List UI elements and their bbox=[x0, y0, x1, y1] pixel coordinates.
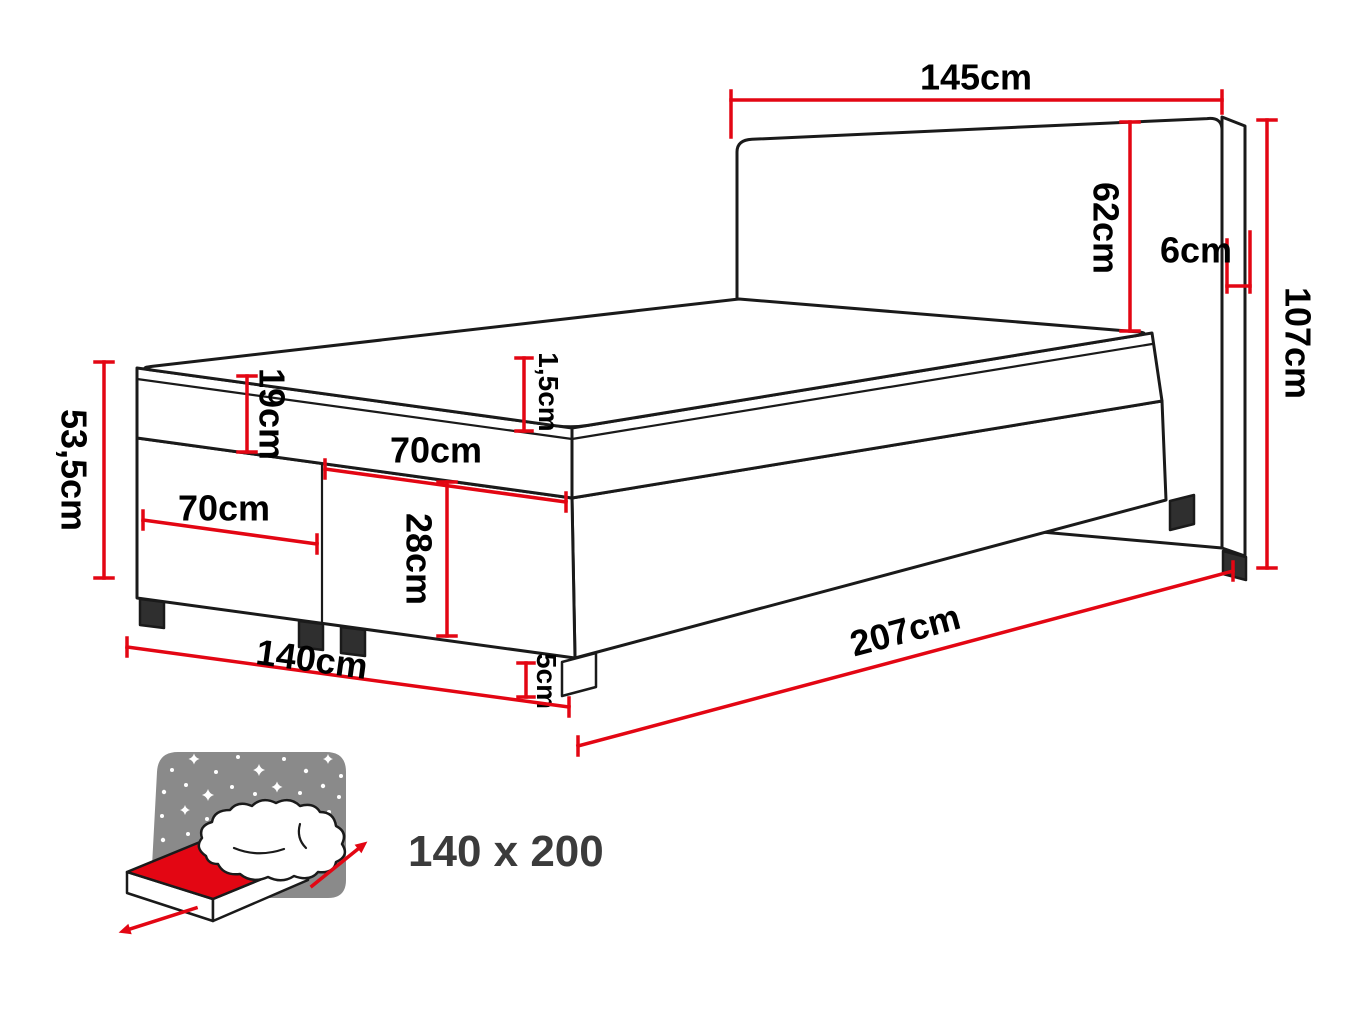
dimension-line bbox=[141, 518, 319, 546]
dimension-label: 107cm bbox=[1277, 287, 1318, 399]
dim-side-height: 53,5cm bbox=[53, 360, 115, 580]
dimension-label: 70cm bbox=[390, 430, 482, 471]
dimension-lines: 145cm 62cm 6cm 107cm 1,5cm bbox=[53, 57, 1318, 757]
dim-base-height: 28cm bbox=[398, 480, 458, 638]
length-arrow-icon bbox=[309, 846, 361, 889]
star-icon bbox=[170, 768, 174, 772]
width-arrowhead-icon bbox=[118, 923, 132, 935]
bed-leg-right bbox=[1168, 493, 1196, 532]
dimension-label: 5cm bbox=[531, 653, 562, 709]
dim-total-height: 107cm bbox=[1256, 118, 1318, 570]
star-icon bbox=[298, 791, 302, 795]
star-icon bbox=[202, 789, 214, 801]
dimension-line bbox=[125, 645, 571, 709]
dimension-label: 28cm bbox=[398, 513, 439, 605]
icon-blanket-fold bbox=[297, 822, 308, 850]
star-icon bbox=[160, 814, 164, 818]
length-arrowhead-icon bbox=[354, 841, 368, 854]
star-icon bbox=[161, 789, 167, 795]
dim-half-width-lower: 70cm bbox=[141, 488, 319, 555]
star-icon bbox=[253, 764, 265, 776]
star-icon bbox=[271, 781, 283, 793]
bed-leg-center-left bbox=[297, 619, 325, 652]
dim-mattress-height: 19cm bbox=[236, 368, 292, 460]
bed-leg-far-left bbox=[138, 597, 166, 630]
size-label: 140 x 200 bbox=[408, 827, 604, 876]
width-arrow-icon bbox=[127, 905, 199, 932]
star-icon bbox=[320, 783, 326, 789]
star-icon bbox=[337, 795, 341, 799]
star-icon bbox=[184, 783, 188, 787]
star-icon bbox=[236, 755, 240, 759]
dim-headboard-height: 62cm bbox=[1085, 120, 1141, 333]
dimension-label: 1,5cm bbox=[533, 352, 564, 431]
mattress-topper-seam bbox=[135, 342, 1154, 441]
dimension-label: 70cm bbox=[178, 488, 270, 529]
dimension-line bbox=[575, 568, 1236, 749]
dim-leg-height: 5cm bbox=[516, 653, 562, 709]
star-icon bbox=[188, 753, 200, 765]
bed-leg-front bbox=[560, 651, 598, 698]
star-icon bbox=[186, 832, 190, 836]
dimension-label: 145cm bbox=[920, 57, 1032, 98]
dim-headboard-width: 145cm bbox=[729, 57, 1224, 139]
bed-leg-center-right bbox=[339, 625, 367, 658]
star-icon bbox=[282, 757, 286, 761]
bed-drawing bbox=[135, 115, 1248, 698]
icon-blanket bbox=[197, 798, 347, 882]
star-icon bbox=[253, 792, 257, 796]
dimension-label: 6cm bbox=[1160, 230, 1232, 271]
star-icon bbox=[205, 817, 209, 821]
dim-topper-height: 1,5cm bbox=[514, 352, 564, 433]
mattress-top-surface bbox=[143, 297, 1146, 429]
star-icon bbox=[339, 774, 343, 778]
star-icon bbox=[323, 754, 333, 764]
dim-headboard-thickness: 6cm bbox=[1160, 230, 1252, 294]
dimension-label: 53,5cm bbox=[53, 409, 94, 531]
icon-blanket-fold bbox=[232, 846, 286, 855]
dimension-label: 62cm bbox=[1085, 182, 1126, 274]
headboard-side-face bbox=[1220, 115, 1247, 558]
dimension-label: 207cm bbox=[846, 596, 965, 665]
star-icon bbox=[180, 805, 190, 815]
dimension-label: 19cm bbox=[251, 368, 292, 460]
star-icon bbox=[214, 770, 218, 774]
star-icon bbox=[160, 837, 166, 843]
star-icon bbox=[303, 768, 309, 774]
bed-size-icon: 140 x 200 bbox=[118, 752, 604, 935]
star-icon bbox=[230, 785, 234, 789]
